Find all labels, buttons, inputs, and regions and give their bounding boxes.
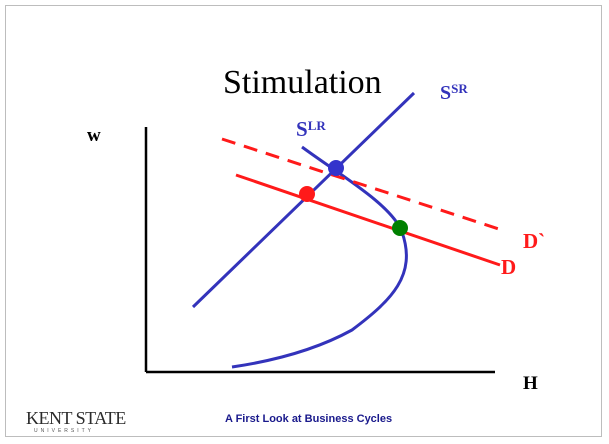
y-axis-label: w (87, 125, 101, 146)
x-axis-label: H (523, 373, 538, 394)
logo-main-text: KENT STATE (26, 408, 126, 428)
long-run-supply-curve (231, 145, 408, 369)
short-run-equilibrium-point (392, 220, 408, 236)
long-run-supply-label-sup: LR (307, 118, 326, 133)
initial-equilibrium-point (299, 186, 315, 202)
new-equilibrium-point (328, 160, 344, 176)
long-run-supply-label: SLR (296, 119, 326, 140)
slide-footer: A First Look at Business Cycles (225, 413, 393, 425)
short-run-supply-label-base: S (440, 82, 452, 104)
long-run-supply-label-base: S (296, 117, 308, 141)
shifted-demand-label: D` (523, 229, 546, 253)
short-run-supply-label: SSR (440, 82, 468, 103)
short-run-supply-label-sup: SR (451, 81, 468, 96)
slide-title: Stimulation (223, 64, 382, 101)
kent-state-logo: KENT STATE UNIVERSITY (26, 408, 154, 438)
slide-border (5, 5, 602, 437)
shifted-demand-curve (221, 137, 506, 233)
demand-label: D (501, 255, 517, 279)
demand-curve (235, 173, 501, 267)
logo-sub-text: UNIVERSITY (34, 428, 95, 434)
